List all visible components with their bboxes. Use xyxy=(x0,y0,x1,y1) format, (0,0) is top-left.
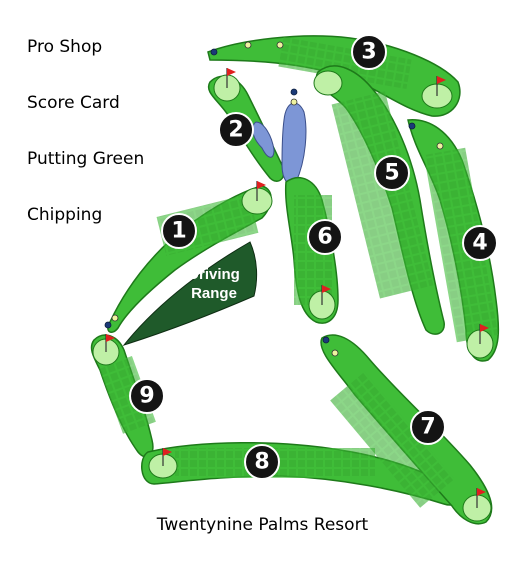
hole-1-tee xyxy=(104,321,112,329)
flag-icon xyxy=(321,285,331,305)
hole-9-badge[interactable]: 9 xyxy=(129,378,165,414)
hole-1-tee xyxy=(111,314,119,322)
hole-3-mow-pattern xyxy=(278,36,412,90)
hole-8-badge[interactable]: 8 xyxy=(244,444,280,480)
water-hazard xyxy=(281,102,307,186)
hole-3-number: 3 xyxy=(361,40,376,65)
chipping-link[interactable]: Chipping xyxy=(27,205,103,225)
hole-5-badge[interactable]: 5 xyxy=(374,155,410,191)
hole-2-tee xyxy=(290,98,298,106)
hole-8-number: 8 xyxy=(254,450,269,475)
pro-shop-link[interactable]: Pro Shop xyxy=(27,37,103,57)
hole-5-green xyxy=(313,70,343,96)
flag-icon xyxy=(105,334,115,352)
hole-4-mow-pattern xyxy=(423,147,499,343)
hole-7-tee xyxy=(331,349,339,357)
hole-9-number: 9 xyxy=(139,384,154,409)
driving-range-label-line2: Range xyxy=(191,285,237,302)
flag-icon xyxy=(476,488,486,508)
hole-9-mow-pattern xyxy=(99,355,156,434)
hole-6-number: 6 xyxy=(317,225,332,250)
hole-7-tee xyxy=(322,336,330,344)
hole-3-tee xyxy=(276,41,284,49)
flag-icon xyxy=(226,68,236,88)
hole-4-tee xyxy=(436,142,444,150)
hole-1-badge[interactable]: 1 xyxy=(161,213,197,249)
hole-2-number: 2 xyxy=(228,118,243,143)
hole-3-tee xyxy=(210,48,218,56)
hole-3-badge[interactable]: 3 xyxy=(351,34,387,70)
flag-icon xyxy=(436,76,446,96)
hole-4-number: 4 xyxy=(472,231,487,256)
flag-icon xyxy=(479,324,489,344)
hole-2-tee xyxy=(290,88,298,96)
flag-icon xyxy=(256,181,266,201)
hole-5-mow-pattern xyxy=(331,91,434,299)
hole-5-number: 5 xyxy=(384,161,399,186)
driving-range-label-line1: Driving xyxy=(188,266,240,283)
putting-green-link[interactable]: Putting Green xyxy=(27,149,145,169)
hole-6-badge[interactable]: 6 xyxy=(307,219,343,255)
hole-7-mow-pattern xyxy=(330,371,455,508)
hole-2-badge[interactable]: 2 xyxy=(218,112,254,148)
hole-7-number: 7 xyxy=(420,415,435,440)
hole-7-badge[interactable]: 7 xyxy=(410,409,446,445)
hole-4-tee xyxy=(408,122,416,130)
hole-1-number: 1 xyxy=(171,219,186,244)
driving-range[interactable] xyxy=(122,241,258,346)
score-card-link[interactable]: Score Card xyxy=(27,93,120,113)
hole-4-badge[interactable]: 4 xyxy=(462,225,498,261)
hole-3-tee xyxy=(244,41,252,49)
resort-name-caption: Twentynine Palms Resort xyxy=(156,515,369,535)
flag-icon xyxy=(162,448,172,466)
